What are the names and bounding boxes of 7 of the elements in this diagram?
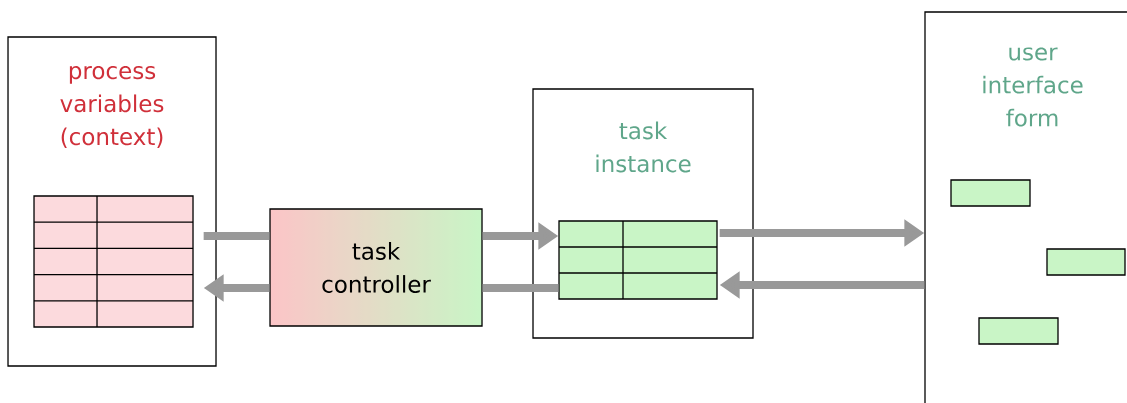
input-field [950,179,1031,207]
controller-box: task controller [269,208,483,327]
data-table [558,220,718,300]
form-panel: user interface form [924,11,1127,403]
input-field [978,317,1059,345]
input-field [1046,248,1126,276]
data-table [33,195,194,328]
